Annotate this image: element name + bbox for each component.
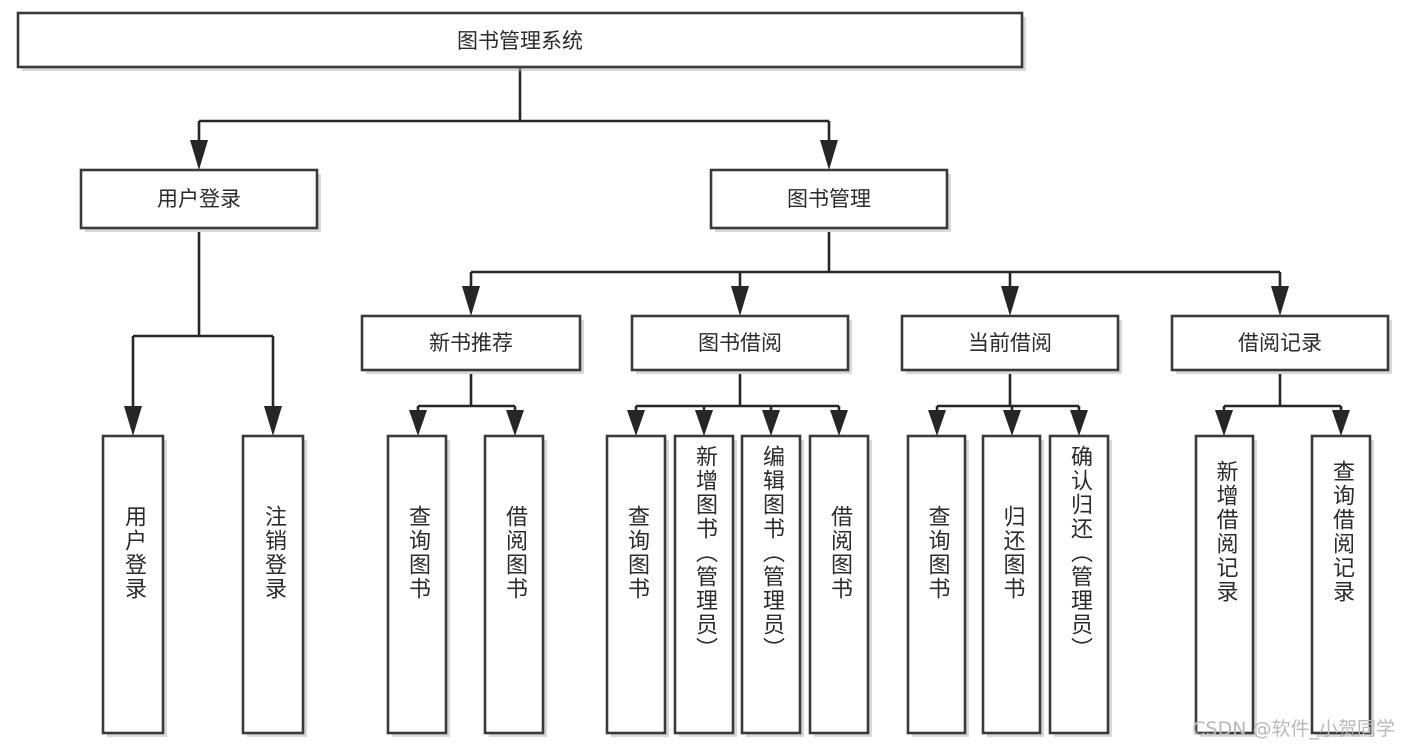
node-leaf-confirm-return-box: [1048, 434, 1110, 735]
node-leaf-query-book-1[interactable]: [386, 434, 450, 737]
node-user-login-label: 用户登录: [157, 187, 241, 211]
node-leaf-borrow-book-2[interactable]: [808, 434, 872, 737]
node-book-borrow-label: 图书借阅: [698, 331, 782, 355]
node-book-borrow-box: [630, 314, 850, 372]
connector-layer: [124, 67, 1350, 436]
node-leaf-logout[interactable]: [241, 434, 307, 737]
node-book-manage-label: 图书管理: [787, 187, 871, 211]
node-leaf-edit-book[interactable]: [740, 434, 804, 737]
arrow-head-leaf-return-book: [1003, 410, 1021, 436]
node-new-book-recommend-box: [360, 314, 582, 372]
arrow-head-leaf-borrow-book-2: [830, 410, 848, 436]
arrow-head-new-book-recommend: [462, 286, 480, 316]
node-leaf-return-book[interactable]: [981, 434, 1044, 737]
node-leaf-query-book-3-box: [906, 434, 967, 735]
arrow-head-leaf-edit-book: [762, 410, 780, 436]
node-leaf-borrow-book-2-box: [808, 434, 870, 735]
node-new-book-recommend[interactable]: 新书推荐: [360, 314, 584, 374]
node-root[interactable]: 图书管理系统: [16, 11, 1026, 71]
node-user-login-box: [79, 168, 319, 230]
arrow-head-leaf-add-book: [695, 410, 713, 436]
arrow-head-leaf-query-book-1: [409, 410, 427, 436]
node-leaf-query-record[interactable]: [1310, 434, 1374, 737]
node-leaf-return-book-box: [981, 434, 1042, 735]
node-leaf-edit-book-box: [740, 434, 802, 735]
arrow-head-leaf-query-record: [1332, 410, 1350, 436]
node-leaf-query-book-2-box: [605, 434, 667, 735]
node-leaf-query-book-2[interactable]: [605, 434, 669, 737]
arrow-head-book-manage: [820, 140, 838, 170]
arrow-head-leaf-logout: [264, 406, 282, 436]
arrow-head-current-borrow: [1001, 286, 1019, 316]
node-leaf-logout-box: [241, 434, 305, 735]
node-current-borrow-label: 当前借阅: [968, 331, 1052, 355]
node-leaf-borrow-book-1-box: [483, 434, 545, 735]
arrow-head-borrow-record: [1271, 286, 1289, 316]
node-current-borrow[interactable]: 当前借阅: [900, 314, 1122, 374]
node-leaf-borrow-book-1[interactable]: [483, 434, 547, 737]
node-layer: 图书管理系统 用户登录 图书管理 新书推荐: [16, 11, 1392, 737]
node-borrow-record-box: [1170, 314, 1390, 372]
node-book-manage[interactable]: 图书管理: [709, 168, 951, 232]
arrow-head-leaf-confirm-return: [1070, 410, 1088, 436]
node-leaf-user-login[interactable]: [101, 434, 167, 737]
node-root-box: [16, 11, 1024, 69]
arrow-head-leaf-query-book-2: [627, 410, 645, 436]
node-leaf-confirm-return[interactable]: [1048, 434, 1112, 737]
node-leaf-user-login-box: [101, 434, 165, 735]
node-borrow-record-label: 借阅记录: [1238, 331, 1322, 355]
node-leaf-query-book-1-box: [386, 434, 448, 735]
node-leaf-query-record-box: [1310, 434, 1372, 735]
node-new-book-recommend-label: 新书推荐: [429, 331, 513, 355]
arrow-head-user-login: [190, 140, 208, 170]
node-book-borrow[interactable]: 图书借阅: [630, 314, 852, 374]
arrow-head-leaf-user-login: [124, 406, 142, 436]
node-leaf-add-record-box: [1194, 434, 1255, 735]
arrow-head-leaf-query-book-3: [928, 410, 946, 436]
node-leaf-add-record[interactable]: [1194, 434, 1257, 737]
node-leaf-add-book-box: [673, 434, 735, 735]
node-leaf-query-book-3[interactable]: [906, 434, 969, 737]
node-user-login[interactable]: 用户登录: [79, 168, 321, 232]
arrow-head-leaf-add-record: [1215, 410, 1233, 436]
node-leaf-add-book[interactable]: [673, 434, 737, 737]
arrow-head-leaf-borrow-book-1: [506, 410, 524, 436]
node-current-borrow-box: [900, 314, 1120, 372]
arrow-head-book-borrow: [731, 286, 749, 316]
node-borrow-record[interactable]: 借阅记录: [1170, 314, 1392, 374]
node-root-label: 图书管理系统: [457, 29, 583, 53]
node-book-manage-box: [709, 168, 949, 230]
